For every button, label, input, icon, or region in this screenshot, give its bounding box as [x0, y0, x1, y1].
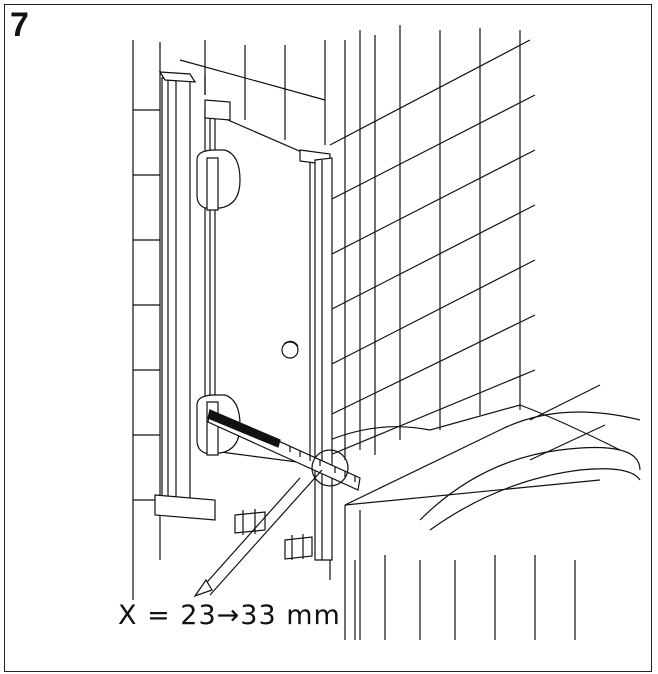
measurement-label: X = 23→33 mm — [118, 600, 341, 631]
upper-hinge — [196, 149, 241, 211]
right-wall-tiles — [329, 25, 536, 460]
measurement-arrows — [193, 469, 323, 598]
door-knob — [281, 340, 299, 359]
lower-right-tiles — [354, 384, 606, 640]
door-profile — [314, 157, 333, 561]
floor-clips — [234, 509, 313, 560]
left-wall-tiles — [132, 40, 326, 600]
detail-circle — [311, 449, 349, 487]
wall-profile — [154, 71, 216, 521]
step-number: 7 — [10, 6, 29, 44]
bathtub — [329, 404, 641, 640]
